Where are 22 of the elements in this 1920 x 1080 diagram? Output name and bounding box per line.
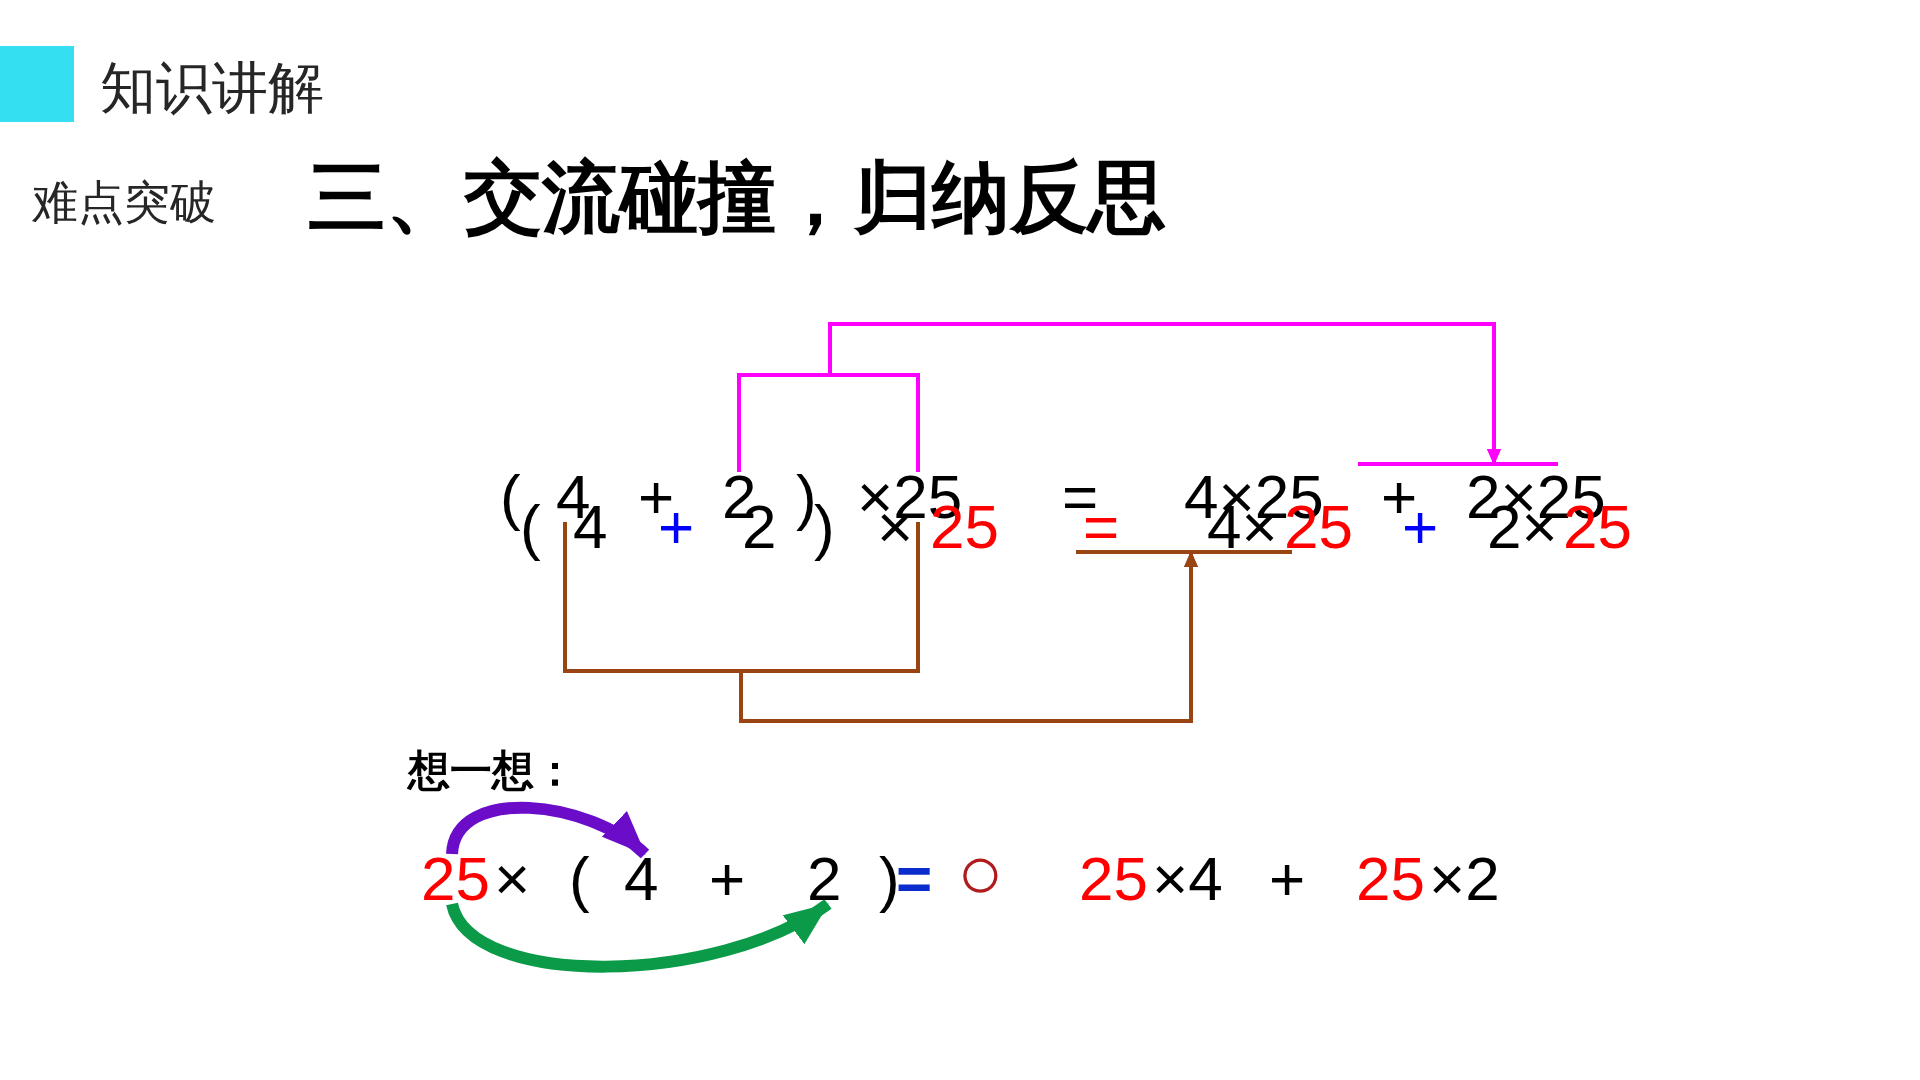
equation-term: 25 (1356, 854, 1425, 904)
operator-sign: + (709, 854, 746, 904)
section-heading: 知识讲解 (100, 55, 324, 121)
equation-term: ×2 (1429, 854, 1500, 904)
equation-term: ×4 (1152, 854, 1223, 904)
section-label: 难点突破 (32, 175, 216, 230)
parenthesis: ( (569, 843, 590, 915)
equation-term: 2 (807, 854, 842, 904)
equation-term: 4 (624, 854, 659, 904)
answer-field: ○ (957, 849, 1005, 896)
parenthesis: ) (814, 491, 835, 563)
curved-arrow (446, 898, 832, 973)
bracket-arrow (739, 522, 1198, 723)
slide-title: 三、交流碰撞，归纳反思 (308, 152, 1166, 243)
operator-sign: × (494, 854, 531, 904)
equation-term: 25 (1079, 854, 1148, 904)
operator-sign: + (1269, 854, 1306, 904)
prompt-label: 想一想： (408, 747, 576, 796)
parenthesis: ( (520, 491, 541, 563)
parenthesis: ( (500, 461, 521, 533)
operator-sign: = (896, 854, 933, 904)
equation-term: 25 (421, 854, 490, 904)
